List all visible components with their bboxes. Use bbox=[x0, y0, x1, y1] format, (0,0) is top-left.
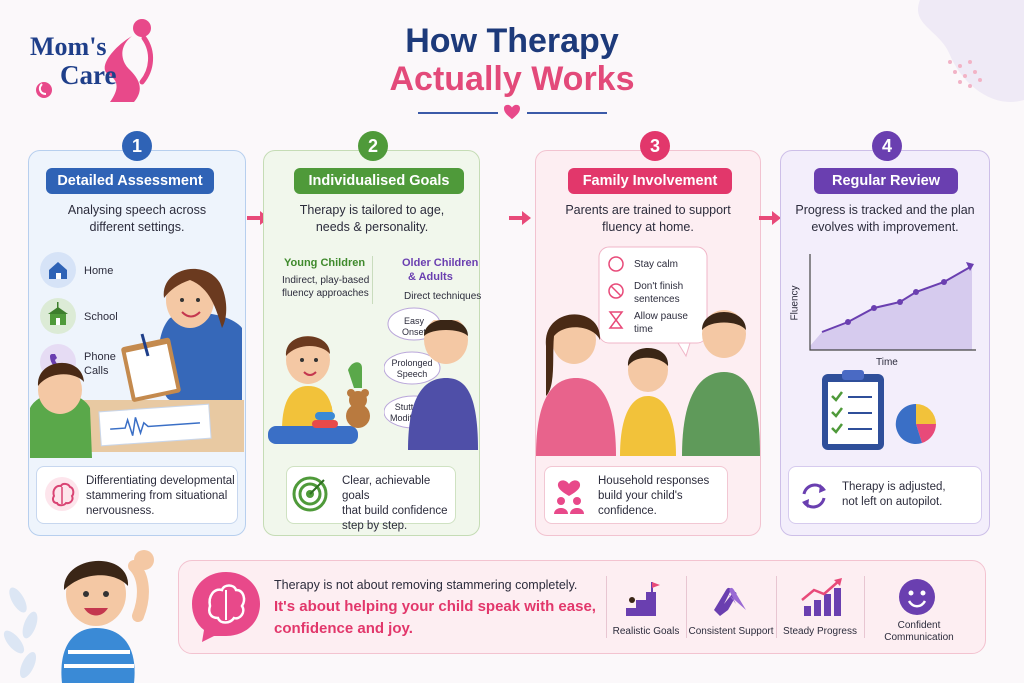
step-description-review: Progress is tracked and the plan evolves… bbox=[795, 203, 975, 234]
family-footer-text: Household responses build your child's c… bbox=[598, 475, 710, 517]
moms-care-logo: Mom's Care bbox=[22, 18, 172, 104]
leaf-decoration bbox=[3, 587, 38, 678]
banner-label-steady-progress: Steady Progress bbox=[783, 626, 857, 637]
stairs-flag-icon bbox=[626, 582, 660, 616]
banner-divider-1 bbox=[606, 576, 607, 638]
chart-ylabel: Fluency bbox=[789, 285, 801, 321]
review-footer-box bbox=[788, 466, 982, 524]
step-description-assessment: Analysing speech across different settin… bbox=[67, 203, 207, 234]
target-icon bbox=[292, 476, 328, 512]
summary-banner bbox=[178, 560, 986, 654]
school-icon bbox=[40, 298, 76, 334]
chart-xlabel: Time bbox=[876, 357, 898, 368]
waving-child-illustration bbox=[61, 550, 154, 683]
logo-text-care: Care bbox=[60, 60, 117, 90]
tip-stay-calm: Stay calm bbox=[634, 259, 678, 270]
banner-line-2: It's about helping your child speak with… bbox=[274, 598, 596, 615]
family-footer-box bbox=[544, 466, 728, 524]
pie-chart-icon bbox=[895, 403, 936, 444]
smiley-icon bbox=[899, 579, 935, 615]
technique-prolonged-speech: Prolonged Speech bbox=[391, 358, 433, 379]
banner-divider-2 bbox=[686, 576, 687, 638]
setting-label-school: School bbox=[84, 311, 118, 323]
assessment-illustration bbox=[30, 268, 244, 458]
older-children-desc: Direct techniques bbox=[404, 291, 482, 302]
step-description-goals: Therapy is tailored to age, needs & pers… bbox=[299, 203, 445, 234]
clipboard-checklist-icon bbox=[822, 370, 884, 450]
logo-text-moms: Mom's bbox=[30, 32, 107, 61]
home-icon bbox=[40, 252, 76, 288]
setting-label-home: Home bbox=[84, 265, 114, 277]
step-heading-goals: Individualised Goals bbox=[294, 168, 464, 194]
goals-footer-text: Clear, achievable goals that build confi… bbox=[342, 475, 448, 532]
brain-speech-bubble-icon bbox=[192, 572, 260, 642]
goals-footer-box bbox=[286, 466, 456, 524]
goals-divider bbox=[372, 256, 373, 304]
arrow-right-icon-3 bbox=[759, 211, 781, 225]
tips-speech-bubble bbox=[598, 246, 708, 358]
corner-blob-decoration bbox=[917, 0, 1024, 102]
step-heading-family: Family Involvement bbox=[568, 168, 732, 194]
step-heading-review: Regular Review bbox=[814, 168, 958, 194]
step-description-family: Parents are trained to support fluency a… bbox=[565, 203, 731, 234]
banner-divider-3 bbox=[776, 576, 777, 638]
goals-illustration bbox=[268, 320, 478, 450]
assessment-footer-text: Differentiating developmental stammering… bbox=[86, 475, 235, 517]
progress-chart bbox=[809, 254, 976, 351]
banner-divider-4 bbox=[864, 576, 865, 638]
arrow-right-icon-2 bbox=[509, 211, 531, 225]
tip-allow-pause: Allow pause time bbox=[634, 311, 688, 335]
step-number-2: 2 bbox=[358, 131, 388, 161]
family-heart-icon bbox=[554, 480, 584, 514]
step-number-4: 4 bbox=[872, 131, 902, 161]
title-rule-right bbox=[527, 112, 607, 114]
young-children-desc: Indirect, play-based fluency approaches bbox=[282, 275, 370, 299]
title-rule-left bbox=[418, 112, 498, 114]
step-heading-assessment: Detailed Assessment bbox=[46, 168, 214, 194]
rising-bars-icon bbox=[801, 578, 842, 616]
brain-icon bbox=[45, 477, 79, 511]
family-illustration bbox=[536, 310, 760, 456]
page-title-line1: How Therapy bbox=[405, 22, 619, 60]
banner-label-realistic-goals: Realistic Goals bbox=[612, 626, 680, 637]
banner-line-1: Therapy is not about removing stammering… bbox=[274, 578, 578, 592]
banner-label-consistent-support: Consistent Support bbox=[688, 626, 774, 637]
mother-silhouette-icon bbox=[36, 19, 153, 102]
older-children-title: Older Children & Adults bbox=[402, 257, 479, 283]
heart-icon bbox=[504, 104, 520, 120]
technique-easy-onset: Easy Onset bbox=[401, 316, 426, 337]
hands-together-icon bbox=[714, 587, 746, 616]
step-number-3: 3 bbox=[640, 131, 670, 161]
young-children-title: Young Children bbox=[284, 257, 366, 269]
page-title-line2: Actually Works bbox=[389, 60, 635, 98]
setting-label-phone-calls: Phone Calls bbox=[84, 351, 116, 377]
tip-dont-finish: Don't finish sentences bbox=[634, 281, 684, 305]
step-number-1: 1 bbox=[122, 131, 152, 161]
review-footer-text: Therapy is adjusted, not left on autopil… bbox=[842, 481, 946, 508]
banner-label-confident-communication: Confident Communication bbox=[884, 620, 954, 643]
banner-line-3: confidence and joy. bbox=[274, 620, 413, 637]
refresh-cycle-icon bbox=[802, 483, 826, 509]
